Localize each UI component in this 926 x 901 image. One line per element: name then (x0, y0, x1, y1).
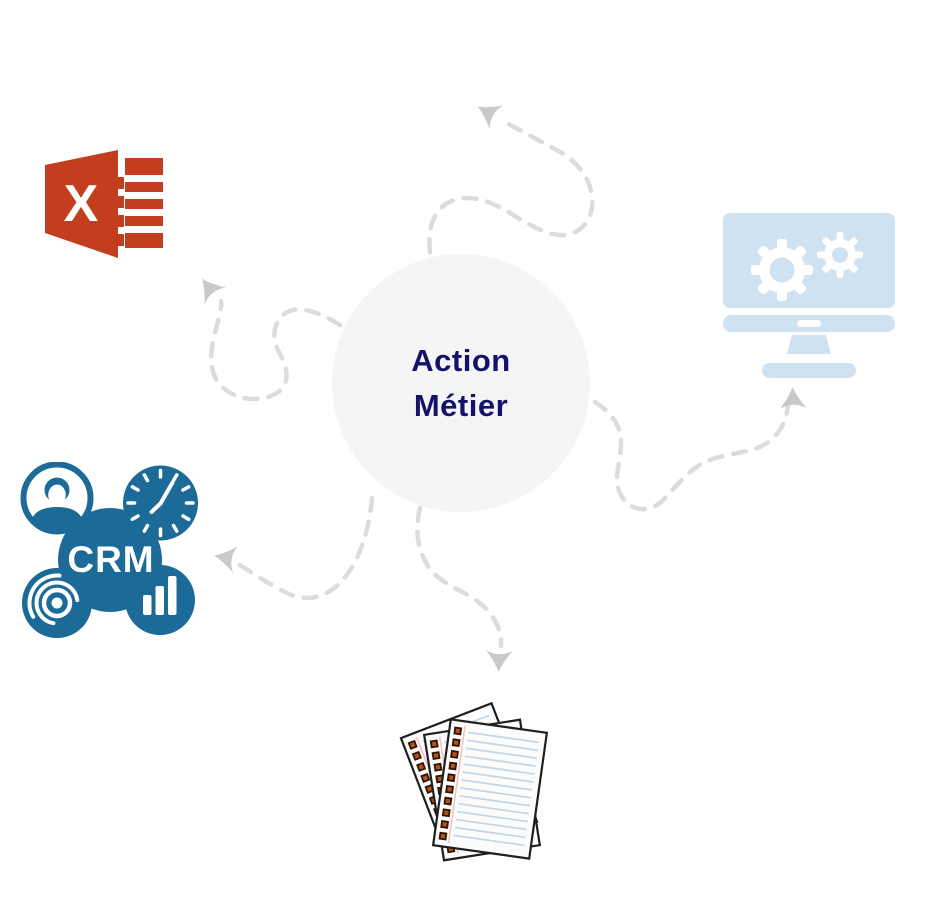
arrowhead-documents (485, 650, 513, 673)
target-icon (22, 568, 92, 638)
arrow-line-monitor (592, 399, 791, 512)
excel-letter: X (64, 175, 99, 233)
person-icon (20, 462, 94, 535)
center-node-action-metier: Action Métier (332, 254, 590, 512)
clock-icon (123, 465, 198, 541)
arrow-line-crm (234, 495, 375, 601)
monitor-base (762, 363, 856, 378)
excel-cover-shape (45, 150, 118, 258)
arrow-line-excel (208, 298, 343, 402)
center-title-line1: Action (411, 343, 511, 378)
excel-sheet (125, 158, 163, 248)
bar-chart-icon (125, 565, 195, 635)
arrow-line-documents (415, 505, 504, 649)
arrowhead-top (470, 94, 504, 129)
arrow-line-top (427, 118, 595, 255)
gear-large-icon (751, 239, 813, 301)
monitor-screen (723, 213, 895, 308)
center-title-line2: Métier (413, 388, 509, 423)
document-stack-icon (399, 702, 548, 862)
arrowhead-crm (211, 542, 238, 573)
gear-small-icon (817, 232, 863, 278)
monitor-stand (787, 335, 831, 354)
monitor-gears-icon (723, 213, 895, 378)
excel-icon: X (45, 150, 163, 258)
crm-icon: CRM (20, 462, 198, 638)
paper-sheet-front (432, 718, 548, 860)
crm-label: CRM (67, 539, 154, 580)
arrowhead-monitor (779, 386, 807, 409)
monitor-bar-dash (797, 320, 821, 327)
